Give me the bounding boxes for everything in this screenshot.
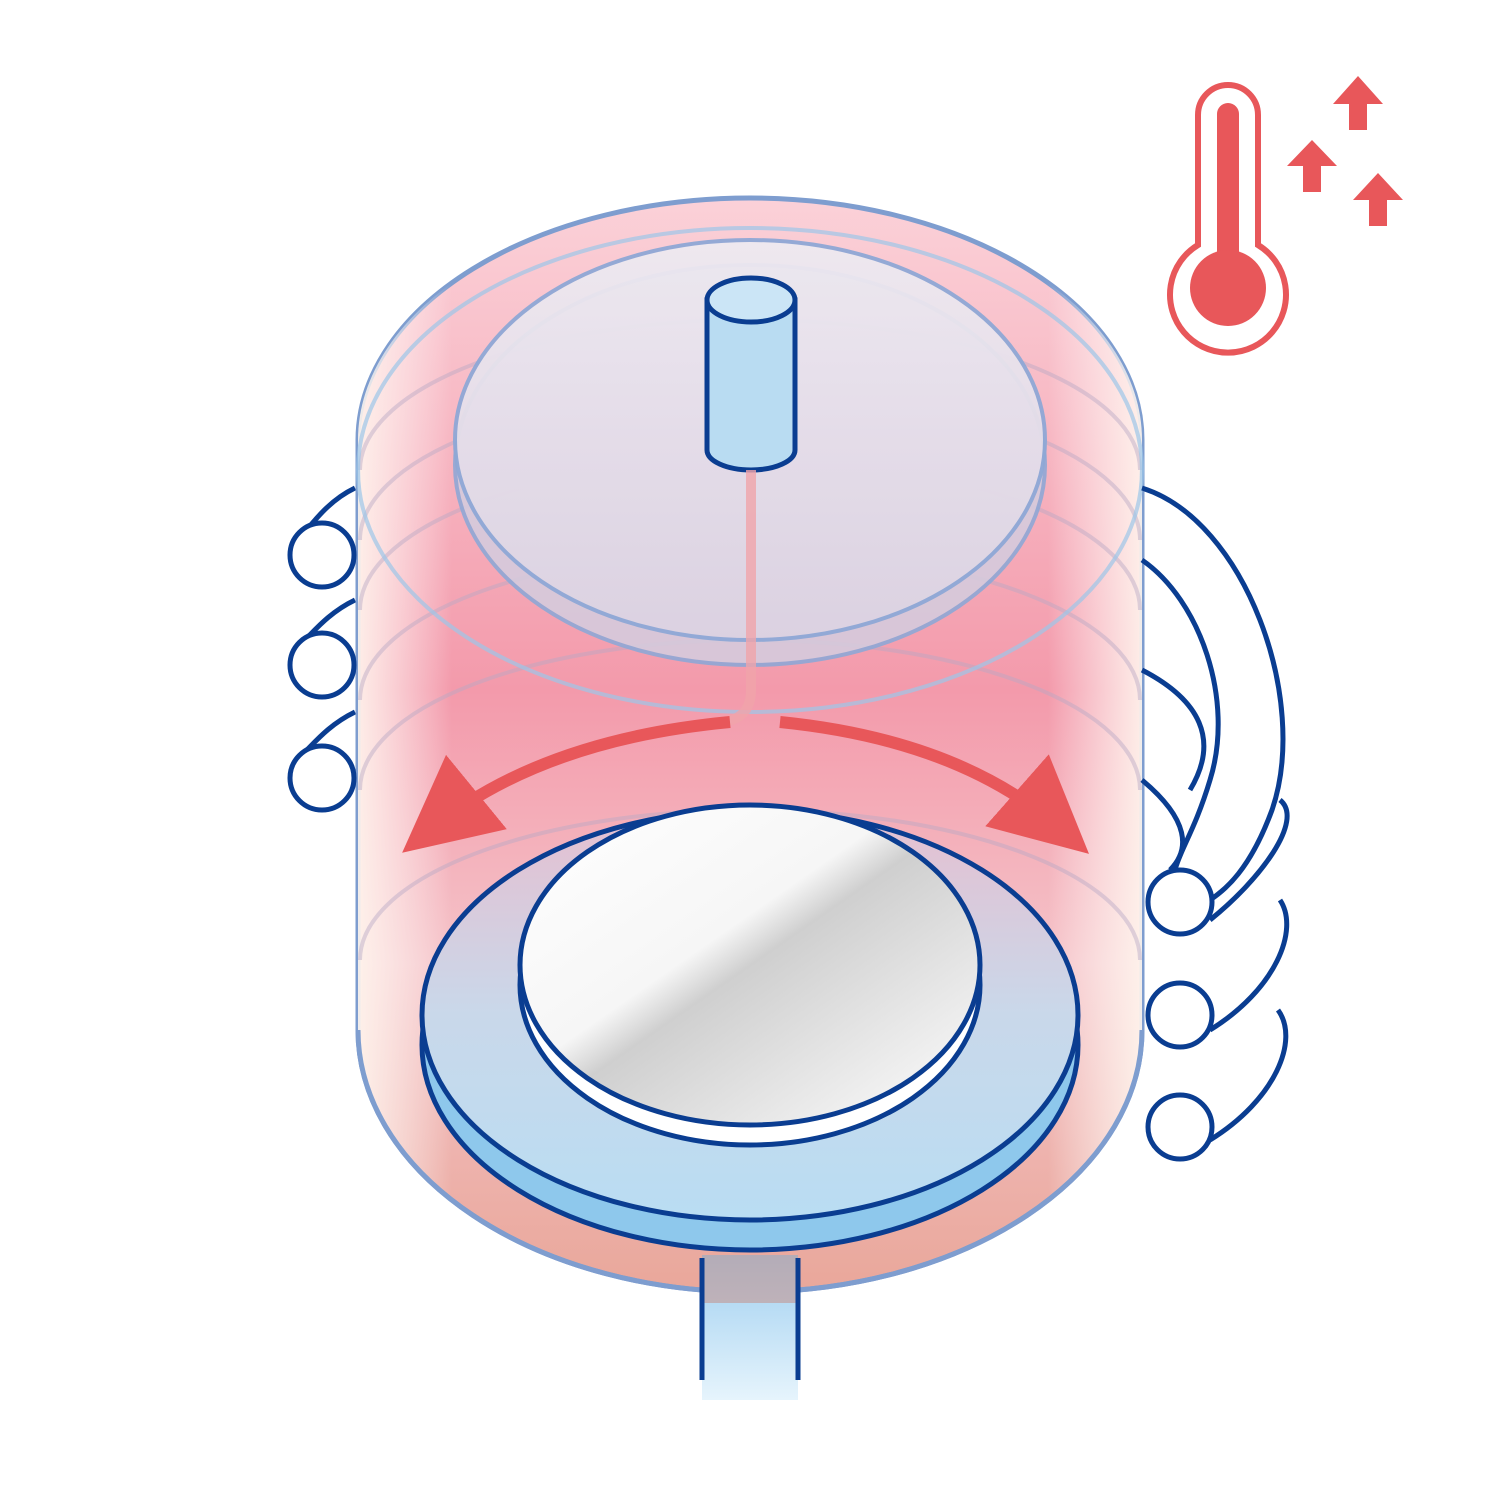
up-arrow-icon [1353, 173, 1403, 226]
coil-turn [1145, 1092, 1215, 1162]
induction-coil-left [287, 520, 357, 813]
up-arrow-icon [1333, 76, 1383, 130]
coil-turn [1145, 980, 1215, 1050]
flow-arrow-left [402, 716, 731, 853]
coolant-pipe [699, 1255, 801, 1400]
coil-turn [287, 743, 357, 813]
thermometer-icon [1167, 82, 1289, 356]
temperature-rising-arrows [1287, 76, 1403, 226]
induction-coil-right-ends [1145, 867, 1215, 1162]
gas-injector [704, 120, 798, 727]
gas-flow-arrows [402, 716, 1090, 854]
flow-arrow-right [779, 716, 1090, 854]
induction-coil-right [1140, 485, 1290, 1143]
wafer [517, 802, 983, 1148]
coil-turn [287, 520, 357, 590]
coil-turn [287, 630, 357, 700]
coil-turn [1145, 867, 1215, 937]
up-arrow-icon [1287, 140, 1337, 192]
